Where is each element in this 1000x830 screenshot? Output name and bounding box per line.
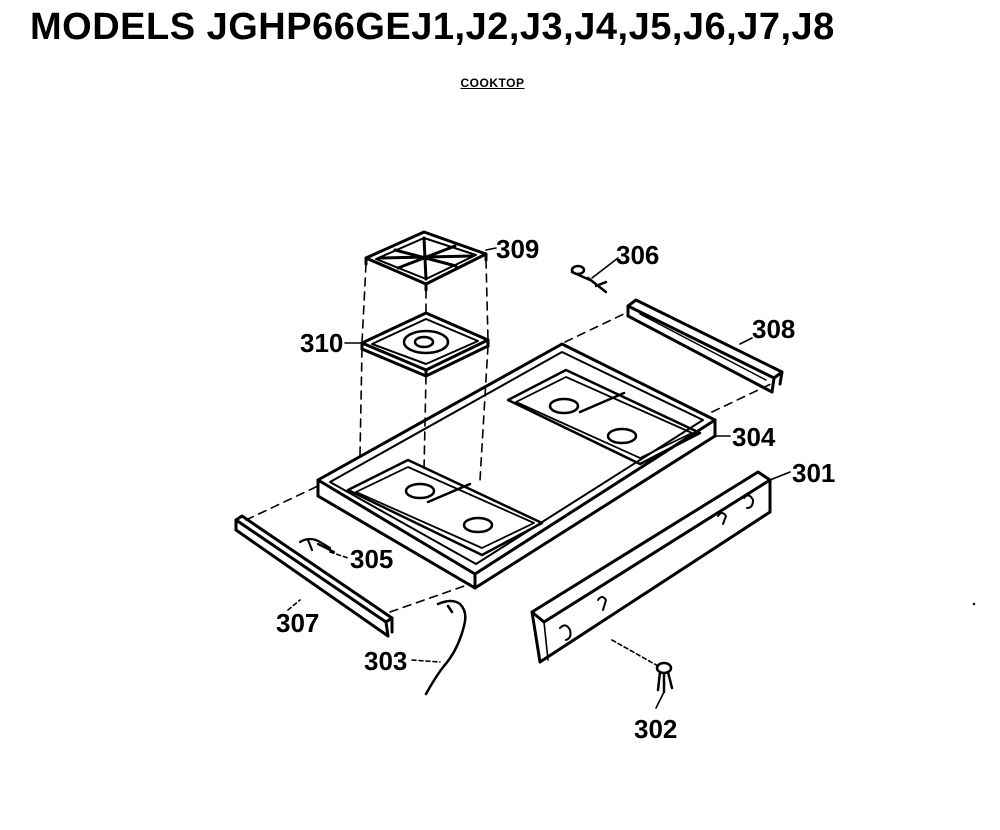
stray-mark [972,602,976,606]
callout-307: 307 [276,608,319,638]
callout-308: 308 [752,314,795,344]
alignment-lines [245,259,776,613]
screw-part [570,264,608,294]
callout-301: 301 [792,458,835,488]
page-title: MODELS JGHP66GEJ1,J2,J3,J4,J5,J6,J7,J8 [30,6,835,48]
callout-302: 302 [634,714,677,744]
callout-309: 309 [496,234,539,264]
callout-304: 304 [732,422,776,452]
callout-310: 310 [300,328,343,358]
grate [364,230,488,292]
igniter-wire [424,599,467,696]
callout-305: 305 [350,544,393,574]
front-trim-strip [234,514,394,638]
page-subtitle: COOKTOP [460,76,525,90]
part-callouts: 309 306 310 308 304 301 305 307 303 302 [276,234,835,744]
clip-hardware [298,537,336,554]
control-panel-trim [530,470,772,664]
callout-306: 306 [616,240,659,270]
leader-lines [287,247,791,709]
rear-trim-strip [626,298,784,394]
burner-bowl [360,311,490,378]
callout-303: 303 [364,646,407,676]
fastener-part [655,661,674,694]
cooktop-main [316,342,717,590]
